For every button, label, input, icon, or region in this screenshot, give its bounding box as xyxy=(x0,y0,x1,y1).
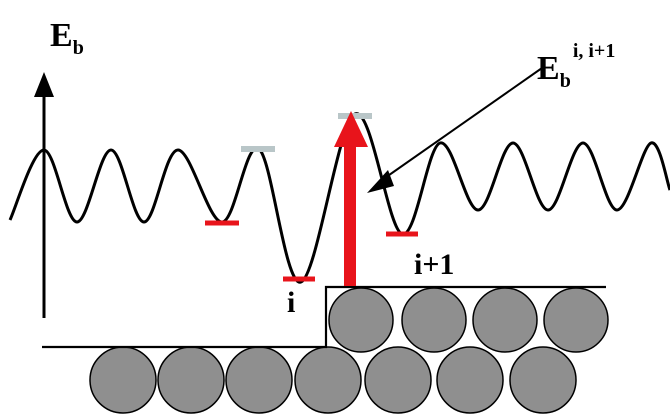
surface-step-line xyxy=(42,285,606,349)
energy-axis-label: Eb xyxy=(50,17,84,59)
site-i-label: i xyxy=(287,286,295,319)
atom-circle xyxy=(543,287,609,353)
barrier-pointer-line xyxy=(381,67,543,181)
atom-circle xyxy=(401,287,467,353)
lower-terrace-atoms xyxy=(89,346,577,414)
upward-arrow-icon xyxy=(34,72,54,97)
atom-circle xyxy=(225,346,293,414)
atom-circle xyxy=(294,346,362,414)
hop-arrow-shaft xyxy=(344,140,356,286)
upper-terrace-atoms xyxy=(328,287,609,353)
diagonal-pointer-arrow-icon xyxy=(367,170,394,193)
atom-circle xyxy=(157,346,225,414)
atom-circle xyxy=(328,287,394,353)
atom-circle xyxy=(472,287,538,353)
site-i-plus-1-label: i+1 xyxy=(414,248,454,281)
barrier-energy-label: Ebi, i+1 xyxy=(537,40,615,92)
atom-circle xyxy=(509,346,577,414)
atom-circle xyxy=(89,346,157,414)
atom-circle xyxy=(436,346,504,414)
atom-circle xyxy=(364,346,432,414)
upward-thick-arrow-icon xyxy=(334,111,368,147)
